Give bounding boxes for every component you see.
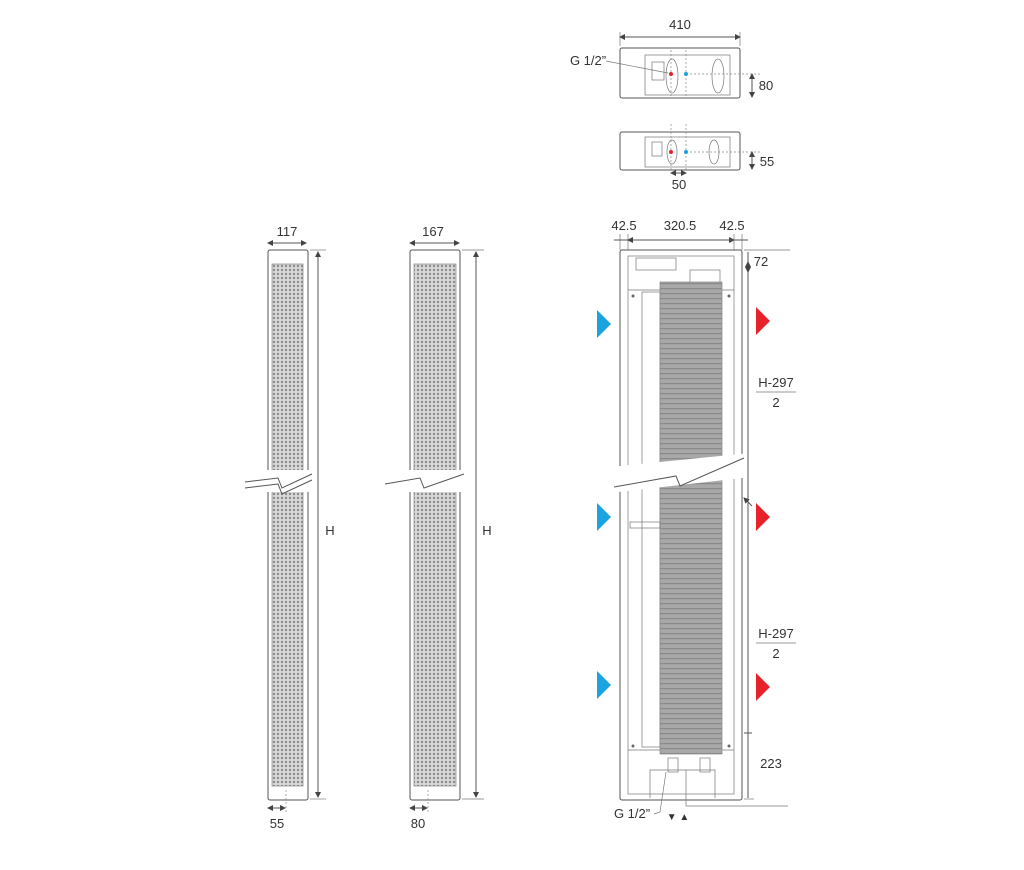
- width-410-label: 410: [669, 17, 691, 32]
- width-117-label: 117: [277, 224, 298, 239]
- upper-fraction-numerator: H-297: [758, 375, 793, 390]
- connection-label: G 1/2”: [614, 806, 650, 821]
- warm-air-outlet-arrow: [756, 307, 770, 335]
- height-80-label: 80: [759, 78, 773, 93]
- top-offset-label: 72: [754, 254, 768, 269]
- top-view-80: 410 G 1/2” 80: [570, 17, 773, 99]
- narrow-unit: 117 H 55: [240, 224, 335, 831]
- flow-direction-symbols: ▼ ▲: [667, 812, 690, 823]
- height-55-label: 55: [760, 154, 774, 169]
- spacing-50-label: 50: [672, 177, 686, 192]
- right-margin-label: 42.5: [719, 218, 744, 233]
- left-margin-label: 42.5: [611, 218, 636, 233]
- depth-55-label: 55: [270, 816, 284, 831]
- lower-fraction-denominator: 2: [772, 646, 779, 661]
- width-167-label: 167: [422, 224, 444, 239]
- cold-air-inlet-arrow: [597, 503, 611, 531]
- height-h-label: H: [325, 523, 334, 538]
- height-h-label: H: [482, 523, 491, 538]
- cold-air-inlet-arrow: [597, 671, 611, 699]
- bottom-offset-label: 223: [760, 756, 782, 771]
- grille: [271, 263, 304, 787]
- depth-80-label: 80: [411, 816, 425, 831]
- cold-air-inlet-arrow: [597, 310, 611, 338]
- lower-fraction-numerator: H-297: [758, 626, 793, 641]
- top-view-55: 55 50: [619, 124, 774, 192]
- warm-air-outlet-arrow: [756, 673, 770, 701]
- heat-exchanger: [659, 281, 723, 755]
- grille: [413, 263, 457, 787]
- connection-label: G 1/2”: [570, 53, 606, 68]
- center-width-label: 320.5: [664, 218, 697, 233]
- front-unit: 42.5 320.5 42.5 72 H-297 2 H-297 2 223: [597, 218, 796, 823]
- medium-unit: 167 H 80: [380, 224, 492, 831]
- upper-fraction-denominator: 2: [772, 395, 779, 410]
- warm-air-outlet-arrow: [756, 503, 770, 531]
